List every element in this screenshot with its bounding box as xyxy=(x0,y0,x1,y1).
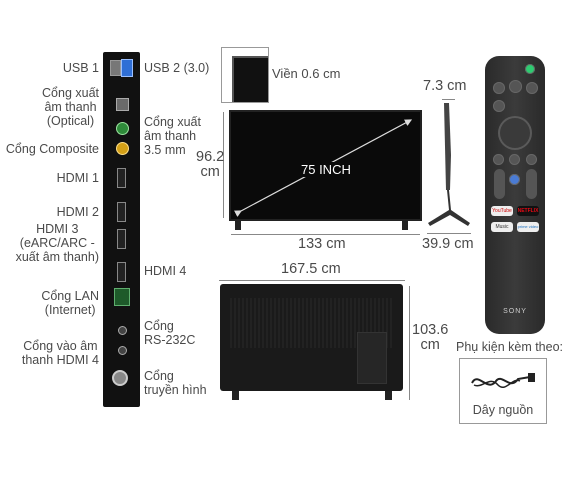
back-foot-left xyxy=(232,391,239,400)
tv-button-icon xyxy=(493,82,505,94)
accessories-title: Phụ kiện kèm theo: xyxy=(456,340,564,354)
label-hdmi2: HDMI 2 xyxy=(56,205,99,219)
settings-button-icon xyxy=(509,154,520,165)
usb-3-port-icon xyxy=(121,59,133,77)
label-composite: Cổng Composite xyxy=(5,142,99,156)
optical-port-icon xyxy=(116,98,129,111)
bezel-label: Viền 0.6 cm xyxy=(272,66,341,81)
hdmi-port-icon xyxy=(117,168,126,188)
power-cord-icon xyxy=(471,373,535,388)
netflix-button: NETFLIX xyxy=(517,206,539,216)
front-width-line xyxy=(231,234,420,235)
total-height-line xyxy=(409,286,410,400)
audio-jack-icon xyxy=(116,122,129,135)
accessory-item-label: Dây nguồn xyxy=(472,403,534,417)
stand-depth-line xyxy=(427,233,471,234)
label-optical: Cổng xuất âm thanh (Optical) xyxy=(42,86,99,128)
hdmi-port-icon xyxy=(117,202,126,222)
home-button-icon xyxy=(526,154,537,165)
prime-video-button: prime video xyxy=(517,222,539,232)
remote-brand: SONY xyxy=(503,308,527,315)
label-rs232c: Cổng RS-232C xyxy=(144,319,196,347)
audio-in-port-icon xyxy=(118,346,127,355)
total-width-line xyxy=(219,280,405,281)
screen-size-label: 75 INCH xyxy=(299,162,353,177)
depth-top-line xyxy=(442,99,455,100)
front-width-label: 133 cm xyxy=(298,236,346,252)
label-hdmi1: HDMI 1 xyxy=(56,171,99,185)
bezel-zoom-frame xyxy=(221,47,269,103)
menu-button-icon xyxy=(526,82,538,94)
label-lan: Cổng LAN (Internet) xyxy=(41,289,99,317)
label-hdmi4: HDMI 4 xyxy=(144,264,187,278)
stand-depth-label: 39.9 cm xyxy=(422,236,474,252)
input-button-icon xyxy=(493,100,505,112)
front-height-line xyxy=(223,112,224,218)
antenna-port-icon xyxy=(112,370,128,386)
hdmi-port-icon xyxy=(117,229,126,249)
tv-foot-right xyxy=(402,221,408,230)
label-hdmi4-audio-in: Cổng vào âm thanh HDMI 4 xyxy=(21,339,99,367)
tv-foot-left xyxy=(235,221,241,230)
tv-back-view xyxy=(220,284,403,391)
back-connector-area xyxy=(357,332,387,384)
front-height-label: 96.2 cm xyxy=(196,149,225,180)
bezel-zoom-corner xyxy=(232,56,268,102)
depth-top-label: 7.3 cm xyxy=(423,78,467,94)
channel-rocker-icon xyxy=(526,169,537,199)
back-foot-right xyxy=(385,391,392,400)
accessory-box: Dây nguồn xyxy=(459,358,547,424)
mic-button-icon xyxy=(509,174,520,185)
youtube-button: YouTube xyxy=(491,206,513,216)
remote-control: YouTube NETFLIX Music prime video SONY xyxy=(485,56,545,334)
google-assistant-icon xyxy=(509,80,522,93)
hdmi-port-icon xyxy=(117,262,126,282)
usb-port-icon xyxy=(110,60,121,76)
label-hdmi3: HDMI 3 (eARC/ARC - xuất âm thanh) xyxy=(15,222,99,264)
composite-port-icon xyxy=(116,142,129,155)
music-button: Music xyxy=(491,222,513,232)
lan-port-icon xyxy=(114,288,130,306)
label-usb1: USB 1 xyxy=(62,61,99,75)
label-usb2: USB 2 (3.0) xyxy=(144,61,210,75)
label-audio-out: Cổng xuất âm thanh 3.5 mm xyxy=(144,115,201,157)
back-button-icon xyxy=(493,154,504,165)
power-button-icon xyxy=(525,64,535,74)
total-width-label: 167.5 cm xyxy=(281,261,341,277)
rs232c-port-icon xyxy=(118,326,127,335)
port-panel xyxy=(103,52,140,407)
dpad-icon xyxy=(498,116,532,150)
tv-side-view xyxy=(428,103,470,226)
total-height-label: 103.6 cm xyxy=(412,322,449,353)
label-antenna: Cổng truyền hình xyxy=(144,369,207,397)
volume-rocker-icon xyxy=(494,169,505,199)
